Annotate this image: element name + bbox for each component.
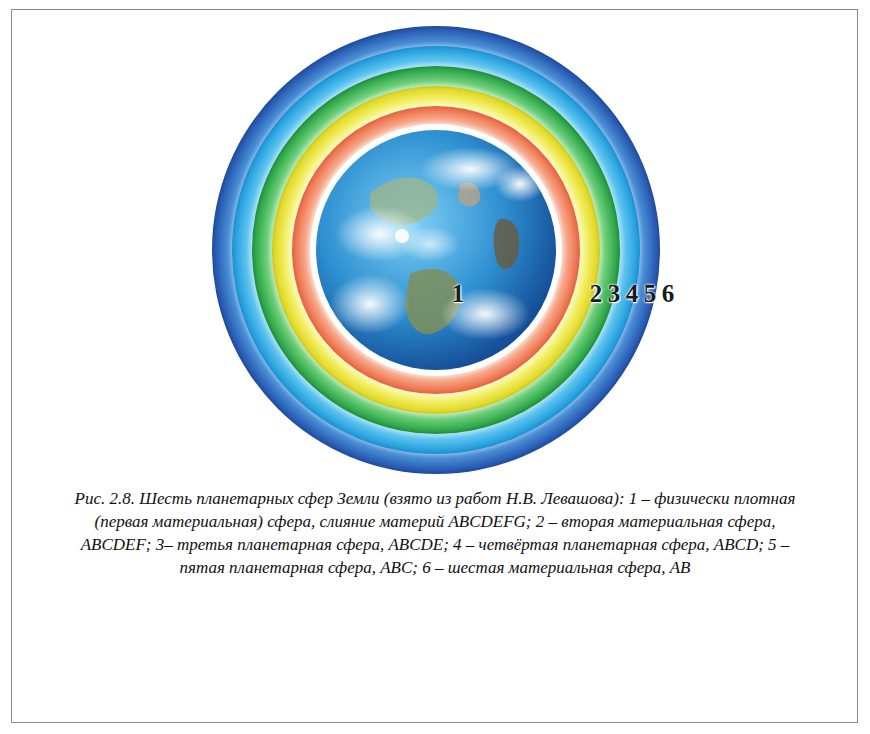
fourth-sphere: 4321 xyxy=(252,66,620,434)
callout-number: 6 xyxy=(662,280,675,308)
sixth-sphere: 654321 xyxy=(212,26,660,474)
third-sphere: 321 xyxy=(272,86,600,414)
earth-sphere: 1 xyxy=(310,124,562,376)
callout-number: 3 xyxy=(608,280,621,308)
callout-number: 2 xyxy=(590,280,603,308)
second-sphere: 21 xyxy=(292,106,580,394)
earth-illustration xyxy=(310,124,562,376)
fifth-sphere: 54321 xyxy=(232,46,640,454)
callout-number: 5 xyxy=(644,280,657,308)
figure-caption: Рис. 2.8. Шесть планетарных сфер Земли (… xyxy=(70,487,800,579)
callout-number: 4 xyxy=(626,280,639,308)
callout-number: 1 xyxy=(452,280,465,308)
